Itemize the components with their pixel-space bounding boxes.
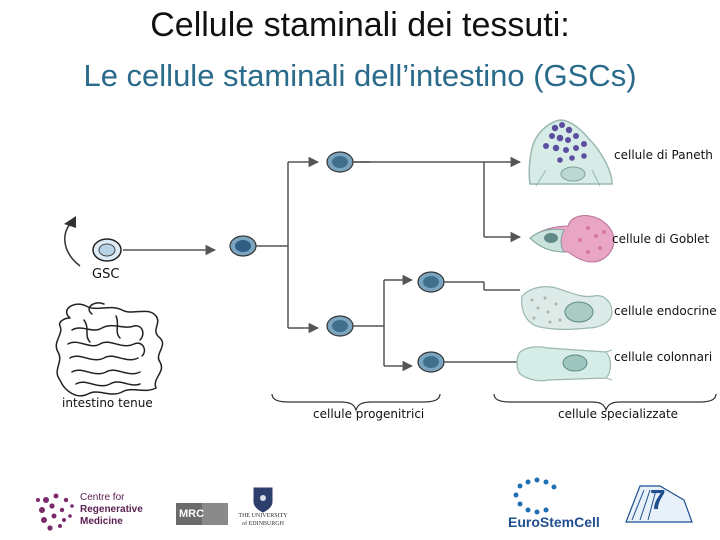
- gsc-cell: [92, 238, 122, 262]
- gsc-label: GSC: [92, 267, 120, 282]
- edinburgh-crest: [253, 487, 273, 513]
- page-title: Cellule staminali dei tessuti:: [150, 6, 570, 44]
- edinburgh-line-2: of EDINBURGH: [242, 521, 284, 527]
- crm-logo: [36, 493, 74, 531]
- progenitor-cell-lower: [326, 315, 354, 337]
- self-renewal-arrow: [64, 219, 81, 267]
- endocrine-label: cellule endocrine: [614, 304, 717, 318]
- mrc-logo: [176, 503, 228, 525]
- crm-line-2: Regenerative: [80, 504, 143, 515]
- progenitors-label: cellule progenitrici: [313, 407, 425, 421]
- eurostemcell-text: EuroStemCell: [508, 514, 600, 530]
- intestine-label: intestino tenue: [62, 396, 153, 410]
- crm-logo-text: Centre for Regenerative Medicine: [80, 492, 143, 528]
- paneth-cell-image: [528, 119, 613, 187]
- goblet-cell-image: [529, 215, 615, 263]
- progenitor-cell-1: [229, 235, 257, 257]
- endocrine-cell-image: [521, 286, 613, 330]
- progenitors-brace: [271, 393, 441, 412]
- late-progenitor-endocrine: [417, 271, 445, 293]
- paneth-label: cellule di Paneth: [614, 148, 713, 162]
- crm-line-1: Centre for: [80, 492, 125, 503]
- late-progenitor-columnar: [417, 351, 445, 373]
- crm-line-3: Medicine: [80, 516, 123, 527]
- mrc-logo-text: MRC: [179, 508, 205, 520]
- columnar-cell-image: [516, 346, 613, 382]
- fp7-number: 7: [650, 484, 666, 515]
- page-subtitle: Le cellule staminali dell’intestino (GSC…: [83, 58, 637, 93]
- specialized-brace: [493, 393, 717, 412]
- specialized-label: cellule specializzate: [558, 407, 679, 421]
- eurostemcell-logo: [513, 477, 557, 515]
- self-renewal-arrow-head: [64, 216, 76, 228]
- columnar-label: cellule colonnari: [614, 350, 713, 364]
- goblet-label: cellule di Goblet: [612, 232, 710, 246]
- edinburgh-line-1: THE UNIVERSITY: [238, 513, 288, 519]
- fp7-logo: [625, 485, 693, 523]
- edinburgh-logo-text: THE UNIVERSITY of EDINBURGH: [234, 512, 292, 528]
- intestine-illustration: [55, 302, 164, 397]
- progenitor-cell-upper: [326, 151, 354, 173]
